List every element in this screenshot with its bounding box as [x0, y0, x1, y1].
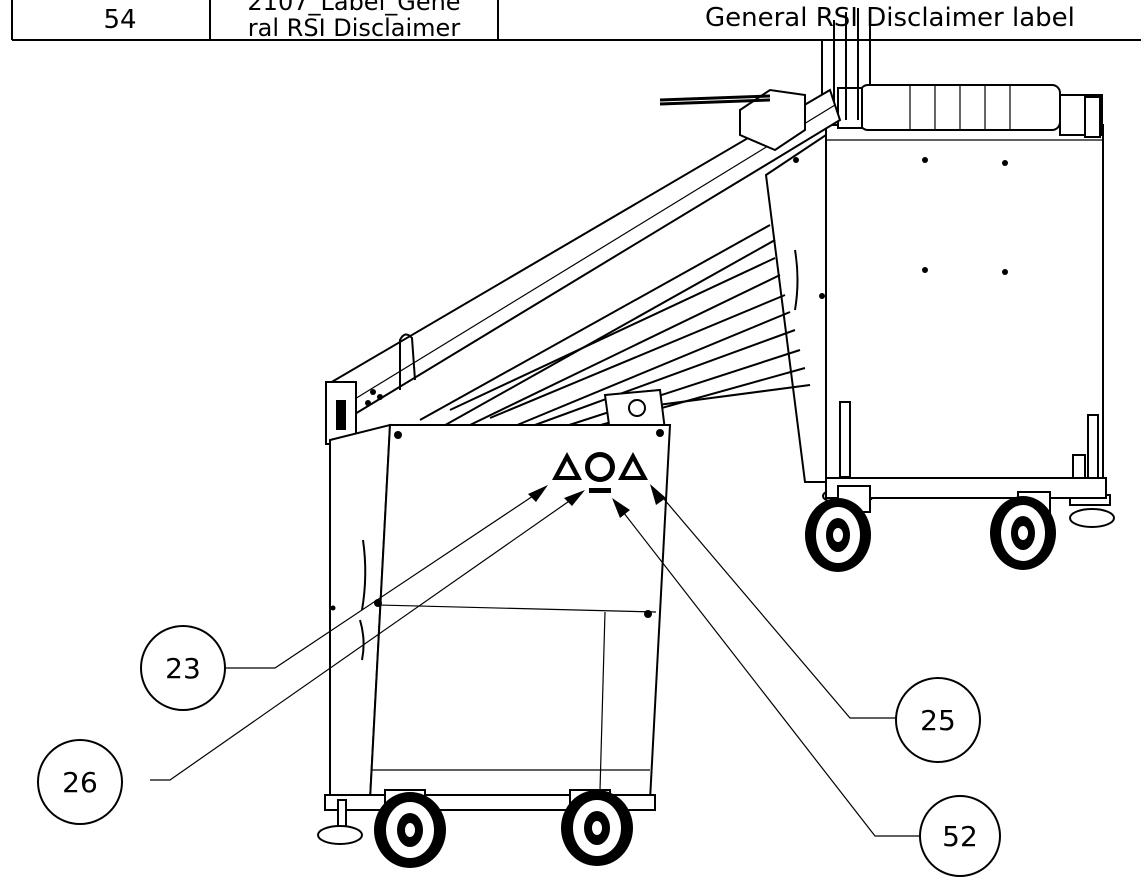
rsi-disclaimer-label-52 — [589, 488, 611, 493]
balloon-23: 23 — [140, 625, 226, 711]
top-beam — [325, 88, 842, 445]
rear-caster-left — [805, 485, 871, 572]
leader-25 — [657, 491, 896, 719]
front-caster-right — [561, 789, 633, 866]
front-caster-left — [374, 789, 446, 868]
balloon-26-label: 26 — [62, 766, 98, 799]
prohibition-label-26 — [585, 452, 615, 482]
rear-cabinet — [764, 8, 1115, 572]
bom-part-number-line1: 2107_Label_Gene — [247, 0, 460, 16]
warning-label-23 — [552, 452, 582, 480]
balloon-52: 52 — [919, 795, 1001, 877]
balloon-25: 25 — [895, 677, 981, 763]
leader-lines — [150, 484, 920, 837]
warning-label-25 — [618, 452, 648, 480]
conveyor-slats — [419, 224, 811, 434]
leader-23 — [225, 489, 543, 669]
leader-52 — [619, 507, 920, 837]
balloon-26: 26 — [37, 739, 123, 825]
balloon-25-label: 25 — [920, 704, 956, 737]
rear-caster-right — [990, 491, 1056, 570]
balloon-52-label: 52 — [942, 820, 978, 853]
bom-item-number: 54 — [103, 5, 136, 35]
balloon-23-label: 23 — [165, 652, 201, 685]
front-cabinet — [317, 423, 672, 868]
conveyor-machine — [317, 8, 1115, 868]
bom-table: 54 2107_Label_Gene ral RSI Disclaimer Ge… — [11, 0, 1141, 42]
leader-26 — [150, 496, 576, 781]
bom-part-number-line2: ral RSI Disclaimer — [248, 14, 461, 42]
bom-description: General RSI Disclaimer label — [705, 3, 1075, 33]
